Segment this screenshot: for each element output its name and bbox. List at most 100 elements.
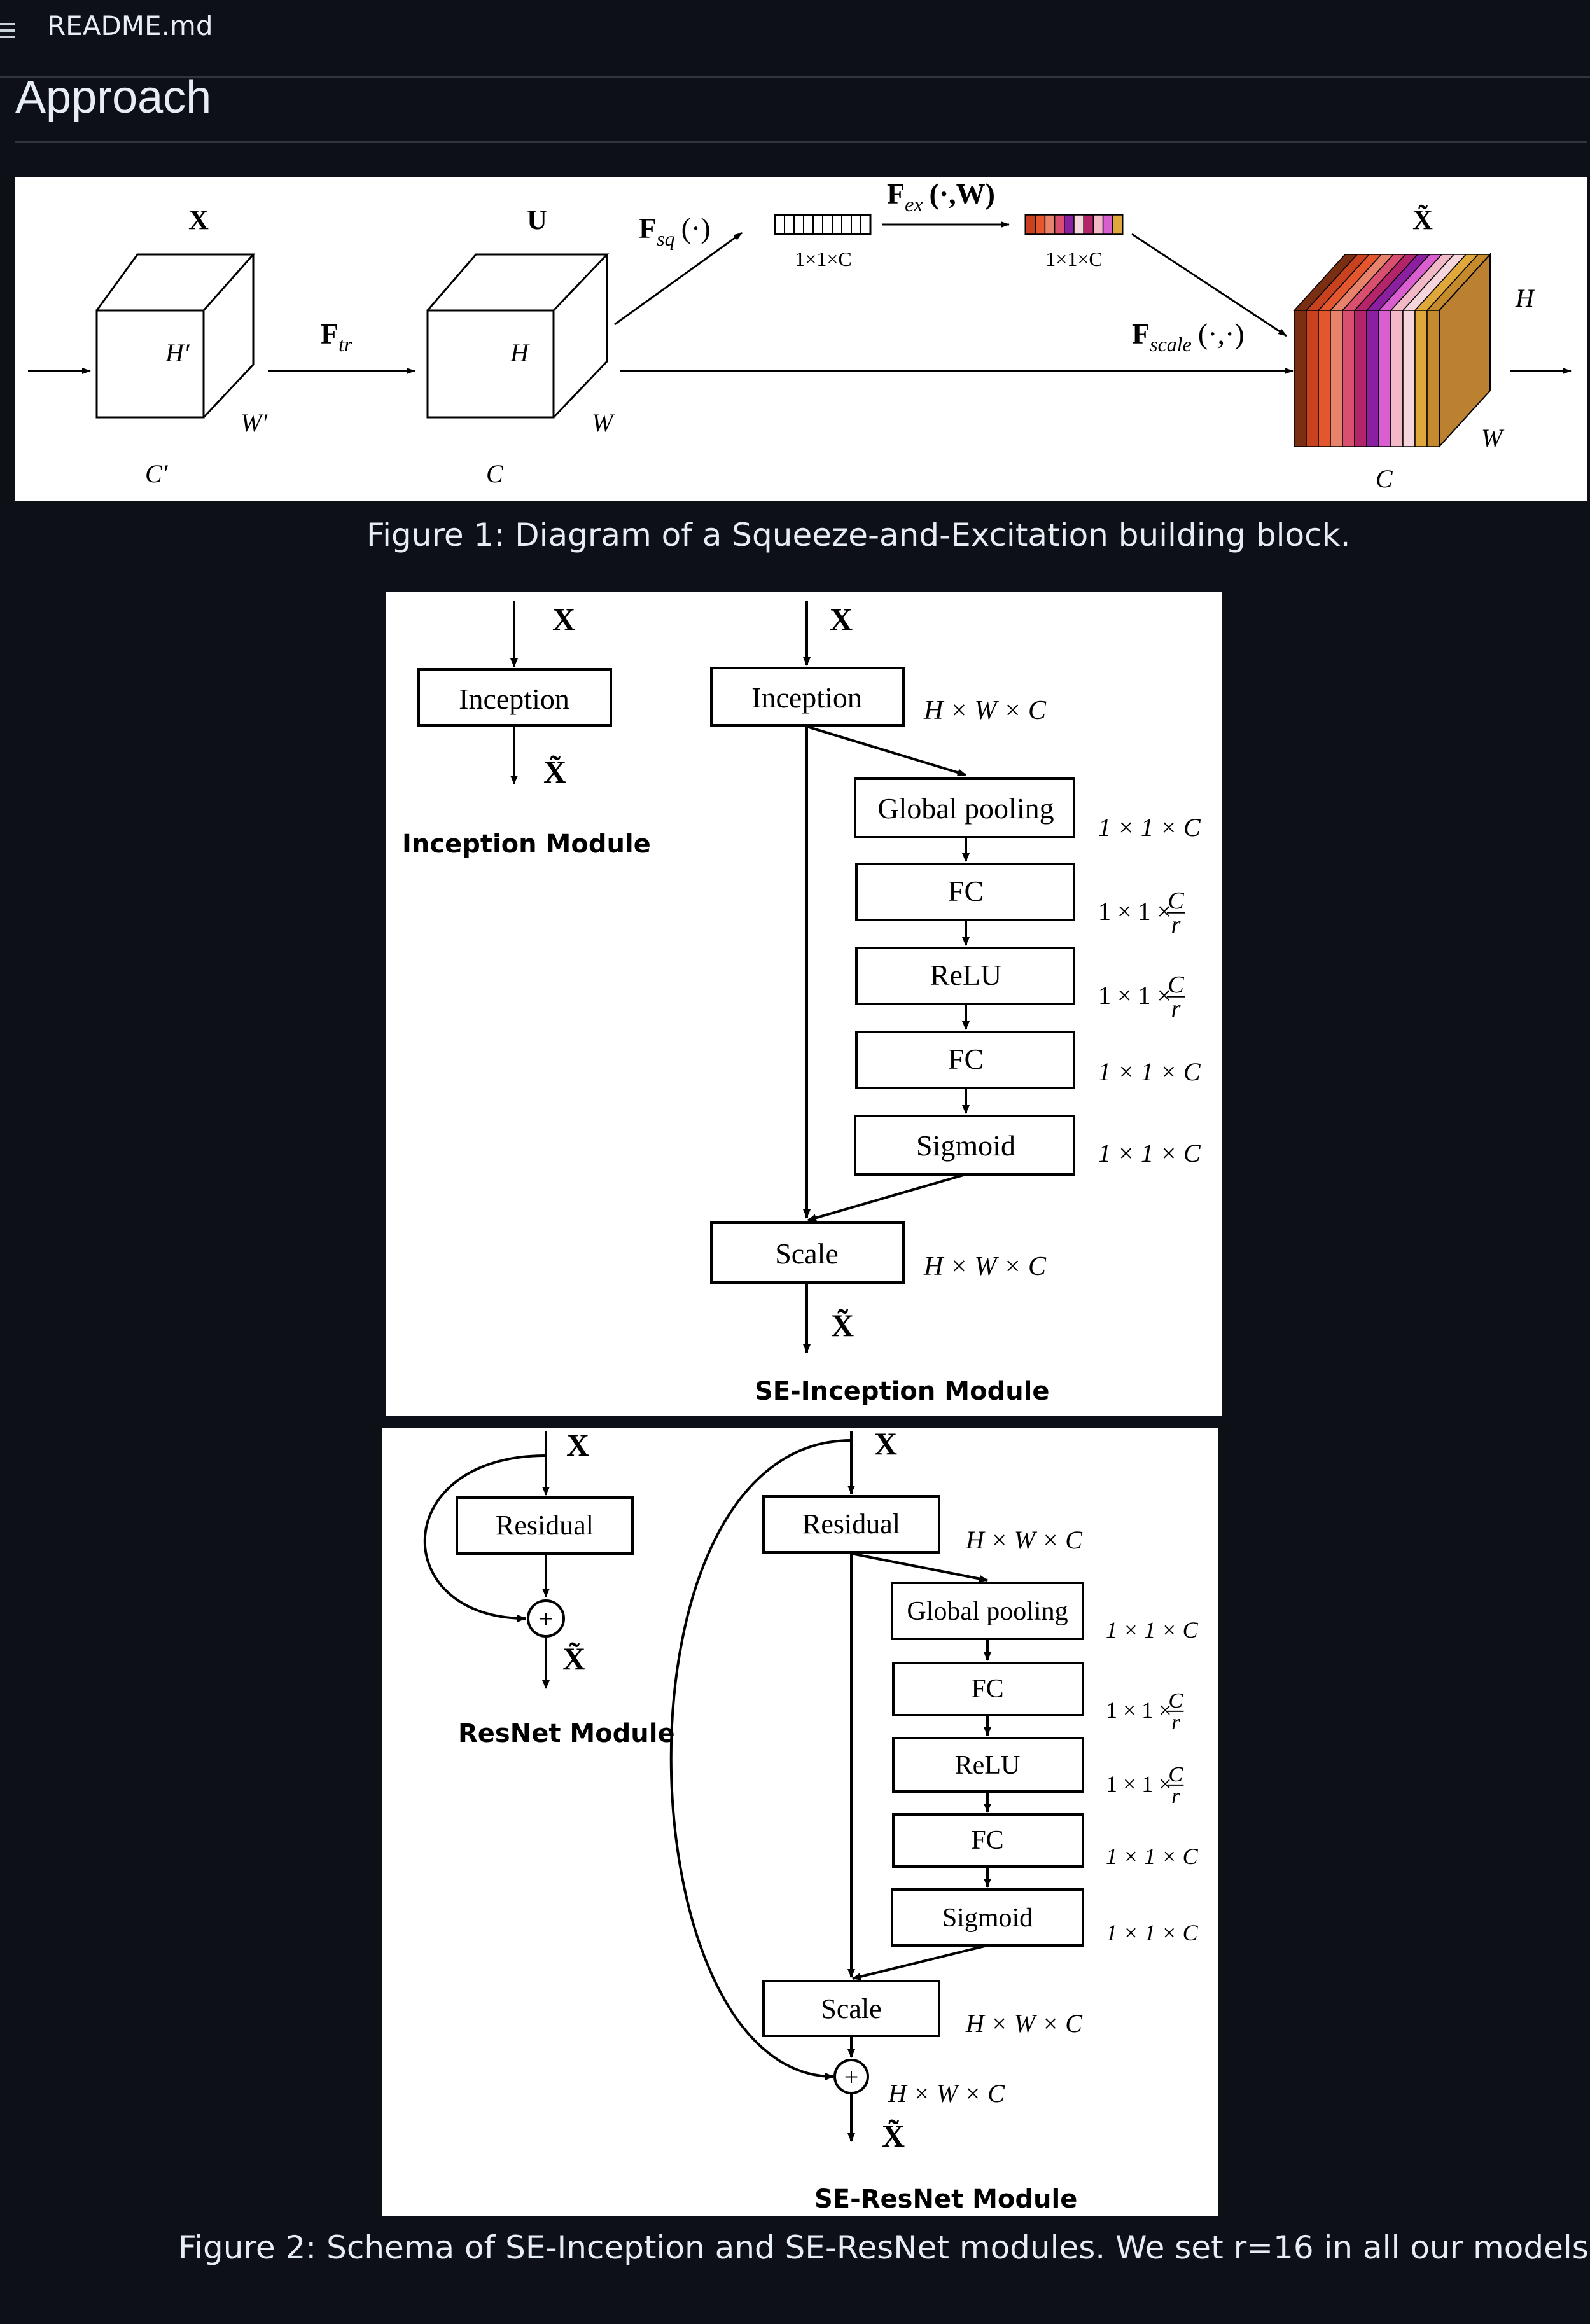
excitation-weight-cell <box>1073 214 1084 235</box>
label-u: U <box>527 204 547 235</box>
menu-icon[interactable] <box>0 19 25 45</box>
branch-shape-denominator: r <box>1171 996 1181 1022</box>
branch-shape-label: 1 × 1 × C <box>1098 813 1201 842</box>
label-c-prime: C′ <box>145 459 169 488</box>
se-inception-output-label: X̃ <box>831 1307 854 1343</box>
se-inception-block: Inception <box>751 681 862 714</box>
se-resnet-input-label: X <box>874 1428 897 1461</box>
excitation-weight-cell <box>1044 214 1056 235</box>
figure-2-caption: Figure 2: Schema of SE-Inception and SE-… <box>178 2229 1590 2266</box>
branch-shape-label: 1 × 1 × C <box>1106 1617 1199 1643</box>
resnet-diagram: X Residual + X̃ ResNet Module X Residual… <box>423 1426 1199 2214</box>
label-f-tr: Ftr <box>321 317 352 356</box>
branch-block-label: Global pooling <box>877 792 1054 825</box>
label-f-sq: Fsq(·) <box>639 212 711 250</box>
branch-shape-label: 1 × 1 × C <box>1106 1844 1199 1869</box>
inception-input-label: X <box>552 601 575 637</box>
branch-shape-numerator: C <box>1168 971 1184 998</box>
branch-block-label: Global pooling <box>907 1597 1068 1626</box>
section-heading: Approach <box>15 72 212 123</box>
branch-shape-denominator: r <box>1171 1785 1180 1808</box>
se-resnet-sum-shape: H × W × C <box>888 2079 1005 2108</box>
branch-shape-label: 1 × 1 × C <box>1106 1920 1199 1945</box>
branch-shape-prefix: 1 × 1 × <box>1106 1771 1172 1797</box>
output-channel-front <box>1354 310 1367 447</box>
excitation-weight-cell <box>1035 214 1046 235</box>
excitation-weight-cell <box>1112 214 1123 235</box>
resnet-module-title: ResNet Module <box>458 1719 675 1748</box>
label-out-w: W <box>1481 424 1505 452</box>
branch-shape-label: 1 × 1 × C <box>1098 1057 1201 1086</box>
inception-diagram: X Inception X̃ Inception Module X Incept… <box>402 601 1201 1406</box>
label-x: X <box>188 204 209 235</box>
se-resnet-in-shape: H × W × C <box>965 1526 1083 1554</box>
excitation-weight-cell <box>1064 214 1075 235</box>
output-channel-front <box>1414 310 1428 447</box>
figure-1-image: X U X̃ H′ W′ C′ H W C Ftr Fsq(·) Fex(·,W… <box>15 177 1587 501</box>
label-f-scale: Fscale(·,·) <box>1132 317 1245 356</box>
label-vec1-shape: 1×1×C <box>795 247 851 270</box>
output-channel-front <box>1318 310 1331 447</box>
branch-block-label: ReLU <box>930 959 1001 991</box>
branch-block-label: FC <box>948 875 984 907</box>
output-channel-front <box>1390 310 1404 447</box>
output-channel-front <box>1426 310 1440 447</box>
file-name[interactable]: README.md <box>47 10 213 41</box>
label-h-prime: H′ <box>165 338 190 367</box>
se-inception-scale-block: Scale <box>775 1237 839 1270</box>
branch-shape-denominator: r <box>1171 1711 1180 1734</box>
branch-block-label: ReLU <box>955 1751 1021 1780</box>
se-residual-block: Residual <box>802 1508 900 1540</box>
se-block-diagram: X U X̃ H′ W′ C′ H W C Ftr Fsq(·) Fex(·,W… <box>28 177 1572 493</box>
file-header: README.md <box>0 0 1590 78</box>
output-channel-front <box>1378 310 1391 447</box>
branch-shape-label: 1 × 1 × C <box>1098 1139 1201 1167</box>
excitation-weight-cell <box>1083 214 1094 235</box>
branch-shape-prefix: 1 × 1 × <box>1098 981 1171 1010</box>
branch-shape-numerator: C <box>1168 887 1184 914</box>
branch-shape-denominator: r <box>1171 912 1181 938</box>
figure-2-inception-panel: X Inception X̃ Inception Module X Incept… <box>386 592 1222 1416</box>
output-channel-front <box>1342 310 1355 447</box>
heading-divider <box>15 141 1587 143</box>
inception-output-label: X̃ <box>543 754 566 790</box>
excitation-weight-cell <box>1025 214 1036 235</box>
inception-block: Inception <box>459 683 569 715</box>
label-h: H <box>510 338 530 367</box>
output-channel-front <box>1330 310 1343 447</box>
branch-block-label: FC <box>971 1674 1003 1704</box>
figure-1-caption: Figure 1: Diagram of a Squeeze-and-Excit… <box>366 517 1351 553</box>
label-vec2-shape: 1×1×C <box>1045 247 1102 270</box>
se-resnet-output-label: X̃ <box>882 2118 905 2154</box>
residual-block: Residual <box>496 1510 594 1541</box>
se-inception-input-label: X <box>830 601 853 637</box>
se-resnet-scale-block: Scale <box>821 1993 881 2024</box>
figure-2-resnet-panel: X Residual + X̃ ResNet Module X Residual… <box>382 1426 1218 2216</box>
output-channel-front <box>1366 310 1379 447</box>
label-w: W <box>592 408 615 437</box>
excitation-weight-cell <box>1102 214 1113 235</box>
label-x-tilde: X̃ <box>1412 204 1433 235</box>
output-channel-front <box>1306 310 1319 447</box>
label-out-h: H <box>1515 284 1535 312</box>
label-w-prime: W′ <box>241 408 268 437</box>
se-resnet-scale-shape: H × W × C <box>965 2009 1083 2038</box>
output-channel-front <box>1294 310 1307 447</box>
se-resnet-module-title: SE-ResNet Module <box>814 2185 1077 2214</box>
output-cube-side <box>1439 253 1491 449</box>
excitation-weight-cell <box>1092 214 1104 235</box>
se-resnet-add-symbol: + <box>844 2063 859 2091</box>
branch-block-label: Sigmoid <box>942 1903 1033 1933</box>
branch-block-label: FC <box>948 1043 984 1075</box>
se-inception-in-shape: H × W × C <box>923 696 1047 725</box>
branch-shape-prefix: 1 × 1 × <box>1106 1697 1172 1723</box>
excitation-weight-cell <box>1054 214 1065 235</box>
branch-shape-numerator: C <box>1168 1763 1183 1786</box>
branch-block-label: FC <box>971 1826 1003 1855</box>
output-channel-front <box>1402 310 1416 447</box>
resnet-add-symbol: + <box>539 1604 554 1633</box>
label-out-c: C <box>1376 464 1393 493</box>
inception-module-title: Inception Module <box>402 830 651 859</box>
se-inception-module-title: SE-Inception Module <box>755 1377 1050 1406</box>
branch-shape-prefix: 1 × 1 × <box>1098 897 1171 926</box>
